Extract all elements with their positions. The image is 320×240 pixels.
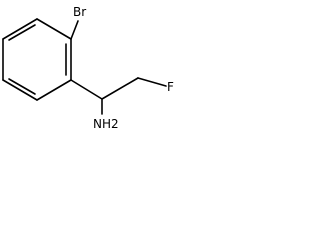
fluorine-label: F <box>167 80 174 94</box>
ring-bond <box>2 18 38 40</box>
benzene-ring <box>2 18 72 101</box>
ring-inner-double-bond <box>8 78 36 95</box>
amine-label: NH2 <box>93 117 119 131</box>
ch-ch2-bond <box>101 77 139 100</box>
ring-inner-double-bond <box>8 24 36 41</box>
ch2-f-bond <box>137 77 167 87</box>
ring-bond <box>2 79 38 101</box>
ring-bond <box>36 18 72 40</box>
bromine-label: Br <box>73 5 86 19</box>
ring-ch-bond <box>70 79 103 100</box>
ring-bond <box>36 79 72 101</box>
c-br-bond <box>70 20 79 40</box>
structure-diagram: Br F NH2 <box>2 5 174 131</box>
